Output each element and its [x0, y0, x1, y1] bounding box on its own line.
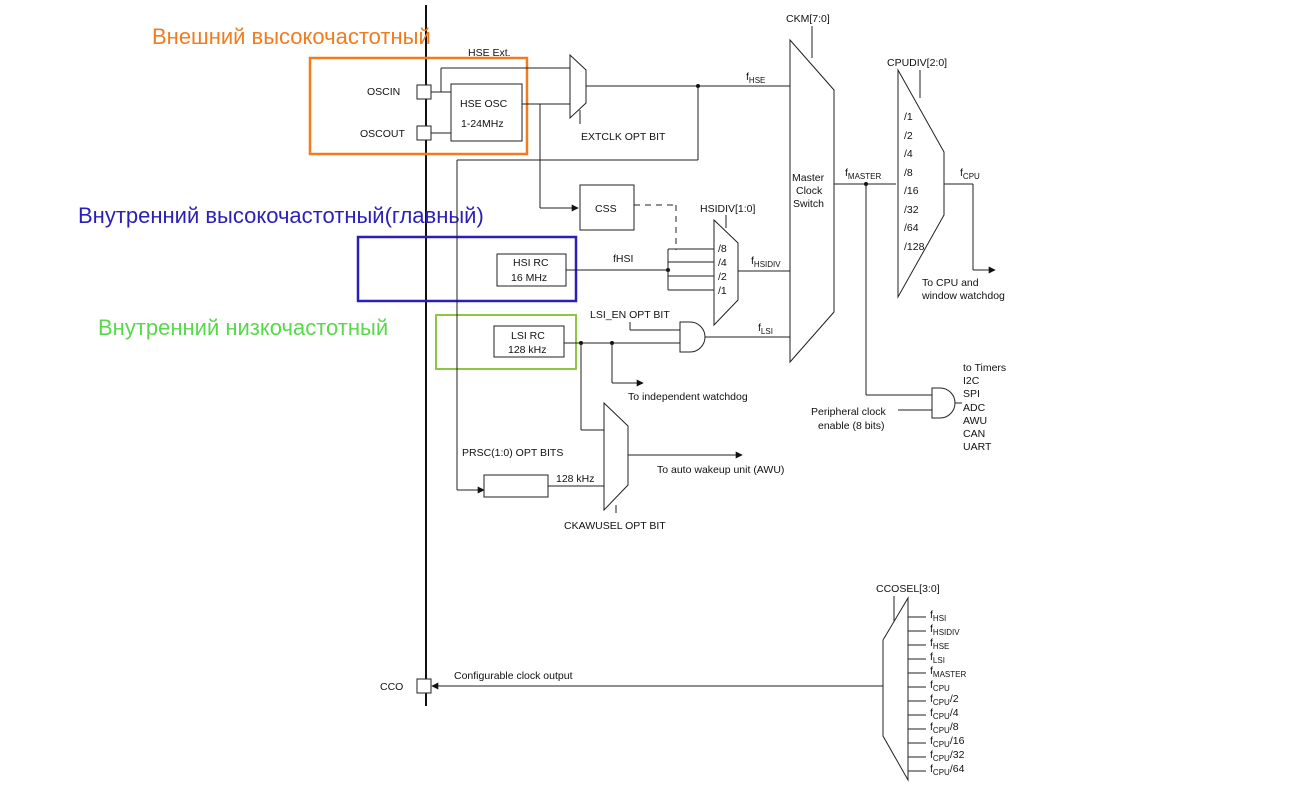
cco-input-list: fHSIfHSIDIVfHSEfLSIfMASTERfCPUfCPU/2fCPU…	[908, 609, 966, 777]
hsi-rc-label: HSI RC	[513, 257, 549, 269]
lsi-rc-block	[493, 325, 565, 358]
periph-clock-label-1: Peripheral clock	[811, 406, 886, 418]
hsidiv-select-label: HSIDIV[1:0]	[700, 203, 756, 215]
external-hs-title: Внешний высокочастотный	[152, 24, 431, 49]
internal-hs-region	[356, 235, 578, 303]
ckawusel-label: CKAWUSEL OPT BIT	[564, 520, 666, 532]
hsidiv-8: /8	[718, 243, 727, 255]
f-hse-label: fHSE	[746, 71, 765, 85]
hse-mux	[569, 53, 587, 120]
hse-ext-label: HSE Ext.	[468, 47, 511, 59]
master-label-2: Clock	[796, 185, 823, 197]
cpudiv-1: /1	[904, 111, 913, 123]
f-master-label: fMASTER	[845, 167, 881, 181]
cco-pin-label: CCO	[380, 681, 403, 693]
cpudiv-128: /128	[904, 241, 925, 253]
cpudiv-64: /64	[904, 222, 919, 234]
periph-clock-label-2: enable (8 bits)	[818, 420, 885, 432]
master-label-3: Switch	[793, 198, 824, 210]
cco-input-label: fMASTER	[930, 665, 966, 679]
awu-freq-label: 128 kHz	[556, 473, 595, 485]
cco-pin	[416, 678, 432, 694]
periph-target-6: UART	[963, 441, 992, 453]
cco-input-label: fCPU	[930, 679, 950, 693]
cco-input-label: fCPU/2	[930, 693, 959, 707]
awu-mux	[603, 401, 629, 512]
hsidiv-2: /2	[718, 271, 727, 283]
f-lsi-label: fLSI	[758, 322, 773, 336]
ccosel-label: CCOSEL[3:0]	[876, 583, 940, 595]
periph-target-2: SPI	[963, 388, 980, 400]
oscout-pin-label: OSCOUT	[360, 128, 406, 140]
hse-osc-label: HSE OSC	[460, 98, 508, 110]
lsi-en-label: LSI_EN OPT BIT	[590, 309, 670, 321]
cco-input-label: fCPU/64	[930, 763, 965, 777]
cco-input-label: fCPU/32	[930, 749, 965, 763]
prsc-label: PRSC(1:0) OPT BITS	[462, 447, 563, 459]
external-hs-region	[308, 56, 529, 156]
internal-ls-title: Внутренний низкочастотный	[98, 315, 388, 340]
cco-input-label: fCPU/8	[930, 721, 959, 735]
cpudiv-4: /4	[904, 148, 913, 160]
cco-mux	[882, 596, 909, 782]
cco-input-label: fHSE	[930, 637, 949, 651]
cpudiv-2: /2	[904, 130, 913, 142]
iwdg-label: To independent watchdog	[628, 391, 748, 403]
prsc-block	[483, 474, 549, 498]
periph-target-3: ADC	[963, 402, 986, 414]
cco-input-label: fHSIDIV	[930, 623, 960, 637]
cpudiv-32: /32	[904, 204, 919, 216]
periph-target-1: I2C	[963, 375, 980, 387]
hsidiv-mux	[713, 218, 739, 327]
cco-output-label: Configurable clock output	[454, 670, 573, 682]
cpudiv-16: /16	[904, 185, 919, 197]
hsidiv-4: /4	[718, 257, 727, 269]
hse-osc-block	[450, 83, 523, 142]
periph-and-gate	[931, 387, 956, 419]
fhsi-label: fHSI	[613, 253, 633, 265]
hsi-rc-freq: 16 MHz	[511, 272, 547, 284]
css-label: CSS	[595, 203, 617, 215]
internal-hs-title: Внутренний высокочастотный(главный)	[78, 203, 484, 228]
css-block	[579, 184, 635, 231]
periph-target-4: AWU	[963, 415, 987, 427]
lsi-and-gate	[679, 321, 706, 353]
to-cpu-label-2: window watchdog	[921, 290, 1005, 302]
to-cpu-label-1: To CPU and	[922, 277, 979, 289]
cco-input-label: fLSI	[930, 651, 945, 665]
master-clock-switch	[789, 38, 835, 364]
awu-label: To auto wakeup unit (AWU)	[657, 464, 784, 476]
oscout-pin	[416, 125, 432, 141]
lsi-rc-label: LSI RC	[511, 330, 545, 342]
f-hsidiv-label: fHSIDIV	[751, 255, 781, 269]
cpudiv-select-label: CPUDIV[2:0]	[887, 57, 947, 69]
oscin-pin	[416, 84, 432, 100]
cpudiv-mux	[897, 68, 945, 299]
ckm-label: CKM[7:0]	[786, 13, 830, 25]
f-cpu-label: fCPU	[960, 167, 980, 181]
periph-target-0: to Timers	[963, 362, 1006, 374]
oscin-pin-label: OSCIN	[367, 86, 400, 98]
hsi-rc-block	[496, 253, 567, 287]
hsidiv-1: /1	[718, 285, 727, 297]
internal-ls-region	[435, 314, 577, 370]
cco-input-label: fCPU/4	[930, 707, 959, 721]
cco-input-label: fHSI	[930, 609, 946, 623]
lsi-rc-freq: 128 kHz	[508, 344, 547, 356]
extclk-label: EXTCLK OPT BIT	[581, 131, 666, 143]
cco-input-label: fCPU/16	[930, 735, 965, 749]
master-label-1: Master	[792, 172, 825, 184]
hse-osc-freq: 1-24MHz	[461, 118, 504, 130]
cpudiv-8: /8	[904, 167, 913, 179]
periph-target-5: CAN	[963, 428, 985, 440]
